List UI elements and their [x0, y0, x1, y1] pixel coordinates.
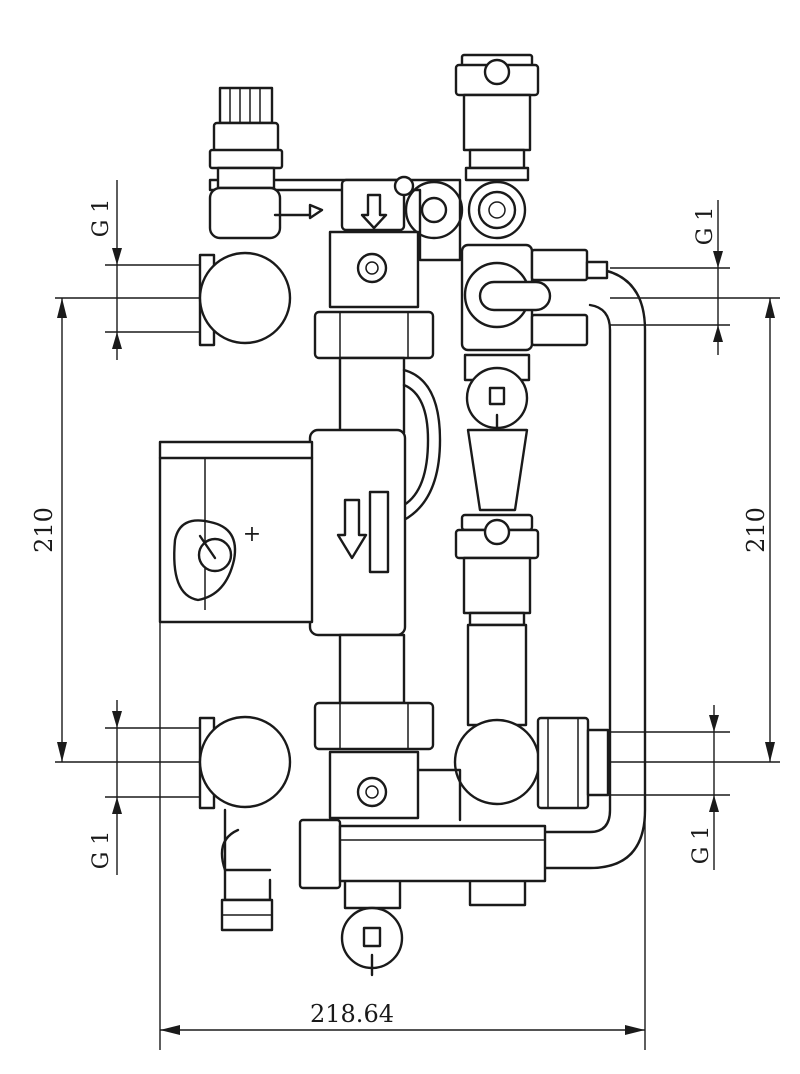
left-height-dimension-label: 210: [30, 507, 58, 553]
width-dimension-label: 218.64: [310, 1000, 394, 1028]
pump-motor: [158, 440, 314, 624]
dimension-lines: [55, 180, 780, 1050]
central-column: [208, 175, 462, 977]
left-column: [198, 86, 547, 932]
right-column: [404, 53, 610, 907]
thread-label-top-right: G 1: [693, 207, 718, 246]
thread-label-bottom-right: G 1: [689, 826, 714, 865]
right-height-dimension-label: 210: [742, 507, 770, 553]
pump-symbol: +: [243, 522, 261, 547]
thread-label-top-left: G 1: [89, 199, 114, 238]
thread-label-bottom-left: G 1: [89, 831, 114, 870]
